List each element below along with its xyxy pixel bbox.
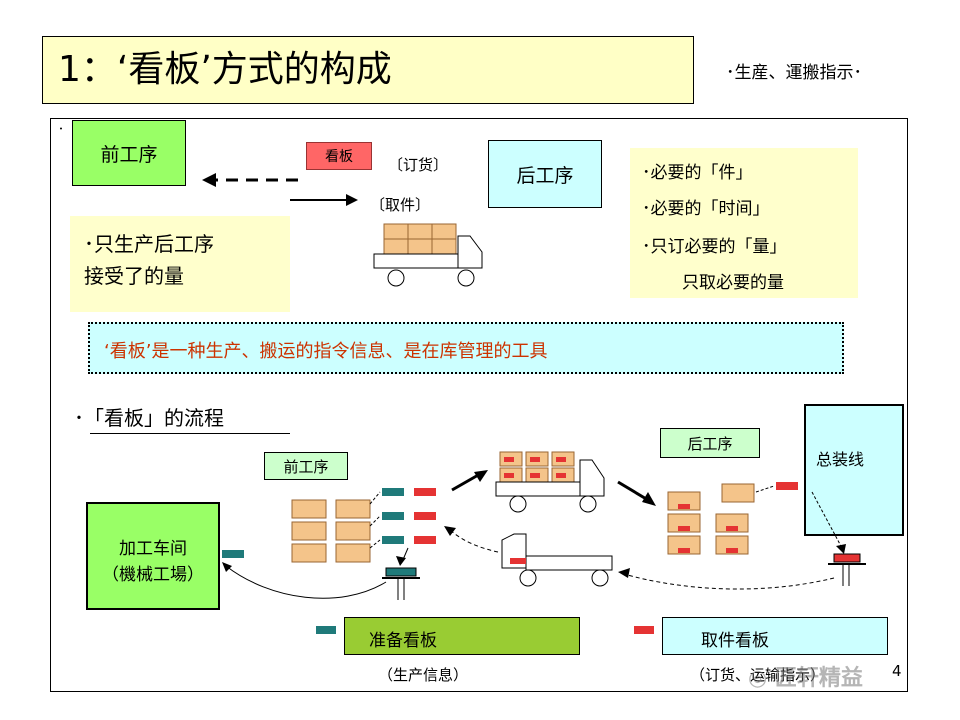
flow-heading: ･「看板」的流程: [74, 406, 224, 430]
workshop-label-line1: 加工车间: [119, 539, 187, 559]
content-frame: [50, 118, 908, 692]
empty-truck-icon: [501, 533, 613, 587]
production-kanban-label: 准备看板: [369, 631, 437, 651]
production-kanban-card: [222, 550, 244, 558]
page-number: 4: [892, 662, 902, 680]
withdrawal-kanban-swatch: [634, 626, 654, 634]
downstream-process-box: 后工序: [488, 140, 602, 208]
downstream-stock-icon: [667, 483, 755, 555]
production-kanban-card: [382, 512, 404, 520]
withdrawal-kanban-card: [414, 536, 436, 544]
watermark: ◎ 匠轩精益: [748, 666, 863, 691]
order-label: 〔订货〕: [388, 156, 449, 174]
top-flow-graphic: [202, 173, 483, 287]
withdrawal-kanban-card: [414, 512, 436, 520]
kanban-post-icon: [828, 553, 866, 586]
truck-icon: [373, 223, 483, 287]
order-arrow-head: [202, 173, 216, 187]
page-title: 1：‘看板’方式的构成: [58, 49, 392, 90]
production-kanban-note: （生产信息）: [378, 666, 469, 684]
kanban-post-icon: [382, 567, 420, 600]
requirements-note: ･必要的「件」 ･必要的「时间」 ･只订必要的「量」 只取必要的量: [630, 148, 858, 298]
requirement-item: ･必要的「时间」: [642, 199, 770, 219]
workshop-box: 加工车间 （機械工場）: [86, 502, 220, 610]
kanban-tag: 看板: [306, 142, 372, 170]
upstream-process-box: 前工序: [72, 120, 186, 186]
flow-downstream-box: 后工序: [660, 428, 760, 458]
production-kanban-card: [382, 536, 404, 544]
flow-heading-underline: [90, 433, 290, 434]
upstream-stock-icon: [291, 499, 371, 563]
withdrawal-kanban-legend: 取件看板: [662, 617, 888, 655]
frame-dot: ･: [58, 122, 65, 136]
upstream-note: ･只生产后工序 接受了的量: [70, 216, 290, 312]
withdrawal-kanban-label: 取件看板: [701, 631, 769, 651]
assembly-line-label: 总装线: [816, 450, 865, 469]
pickup-arrow-head: [346, 194, 358, 206]
title-box: [42, 36, 694, 104]
withdrawal-kanban-note: （订货、运输指示）: [690, 666, 826, 684]
definition-banner: ‘看板’是一种生产、搬运的指令信息、是在库管理的工具: [88, 322, 844, 374]
loaded-truck-icon: [495, 451, 605, 513]
pickup-label: 〔取件〕: [370, 196, 431, 214]
upstream-note-line2: 接受了的量: [84, 264, 184, 288]
assembly-line-box: 总装线: [804, 404, 904, 536]
definition-text: ‘看板’是一种生产、搬运的指令信息、是在库管理的工具: [104, 341, 548, 362]
production-kanban-card: [382, 488, 404, 496]
flow-upstream-box: 前工序: [264, 452, 348, 480]
withdrawal-kanban-card: [414, 488, 436, 496]
page-subtitle: ･生産、運搬指示･: [726, 63, 862, 83]
withdrawal-kanban-card: [776, 482, 798, 490]
workshop-label-line2: （機械工場）: [102, 565, 204, 585]
upstream-note-line1: ･只生产后工序: [84, 232, 214, 256]
requirement-item: ･只订必要的「量」: [642, 237, 787, 257]
production-kanban-legend: 准备看板: [344, 617, 580, 655]
requirement-item: 只取必要的量: [682, 273, 784, 293]
production-kanban-swatch: [316, 626, 336, 634]
requirement-item: ･必要的「件」: [642, 163, 753, 183]
